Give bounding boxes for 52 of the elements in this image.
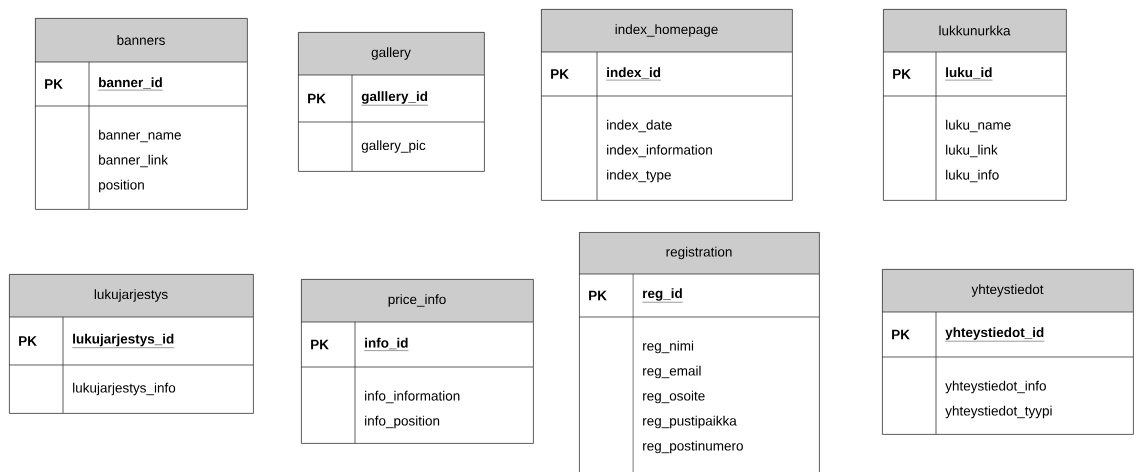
field-name: yhteystiedot_tyypi [945,405,1052,419]
key-field: reg_id [642,288,683,303]
table-title: gallery [371,47,411,60]
key-field: luku_id [945,67,993,81]
table-title: index_homepage [615,24,718,37]
field-name: index_information [607,144,712,158]
field-name: luku_link [946,144,998,158]
table-title: yhteystiedot [971,284,1044,297]
field-name: yhteystiedot_info [945,380,1046,394]
table [297,32,485,172]
table [882,9,1067,201]
key-field: banner_id [98,77,163,91]
field-name: reg_email [643,365,701,379]
pk-label: PK [45,79,63,89]
table-title: lukujarjestys [94,289,168,302]
field-name: info_position [365,415,440,429]
pk-label: PK [308,93,326,104]
field-name: reg_osoite [643,390,705,404]
field-name: reg_postinumero [643,440,743,454]
table [34,18,248,210]
field-name: index_type [607,169,671,183]
key-field: index_id [606,67,662,81]
field-name: lukujarjestys_info [73,382,176,396]
table [540,9,793,201]
field-name: reg_pustipaikka [643,415,737,429]
pk-label: PK [551,69,569,79]
field-name: banner_name [99,129,181,143]
field-name: luku_info [946,169,999,183]
field-name: position [99,179,144,193]
table-title: banners [117,35,165,45]
key-field: galllery_id [361,91,429,106]
pk-label: PK [311,339,329,350]
table-title: lukkunurkka [939,25,1011,36]
field-name: gallery_pic [361,140,426,153]
pk-label: PK [893,69,911,79]
table [881,269,1134,435]
table [578,232,820,472]
table-title: registration [666,246,732,260]
pk-label: PK [589,290,607,301]
key-field: lukujarjestys_id [72,333,175,348]
table [8,274,254,414]
table [300,279,534,444]
pk-label: PK [19,336,37,346]
key-field: yhteystiedot_id [945,327,1045,342]
field-name: info_information [365,390,460,404]
key-field: info_id [364,337,409,351]
field-name: luku_name [946,119,1011,133]
field-name: reg_nimi [643,340,694,354]
field-name: index_date [607,119,672,133]
field-name: banner_link [99,154,168,168]
table-title: price_info [388,294,446,307]
pk-label: PK [892,329,910,340]
